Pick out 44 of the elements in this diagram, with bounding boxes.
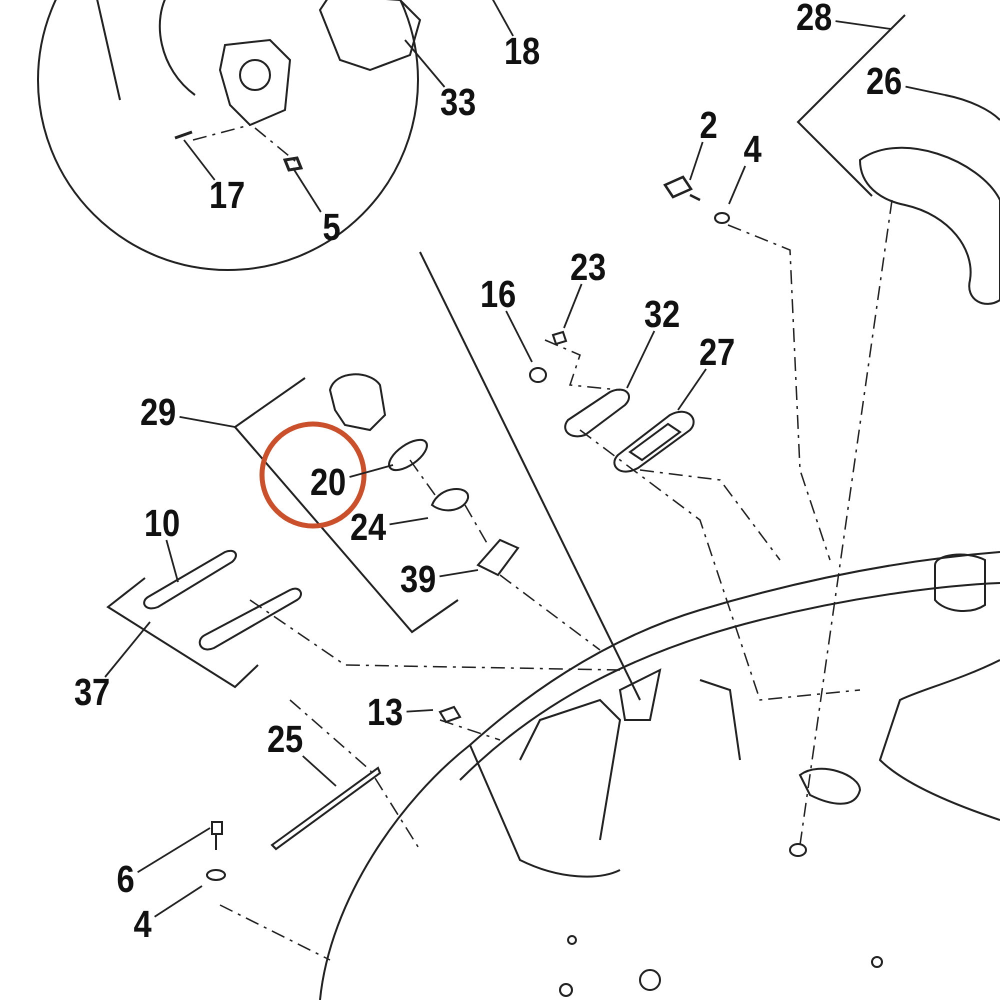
leader-line — [154, 885, 202, 918]
callout-number: 6 — [114, 860, 136, 900]
leader-line — [439, 569, 478, 578]
leader-line — [183, 139, 216, 181]
leader-line — [905, 86, 946, 96]
leader-line — [179, 416, 236, 428]
leader-line — [104, 621, 151, 678]
callout-number: 18 — [502, 32, 542, 72]
callout-number: 27 — [697, 333, 737, 373]
leader-line — [292, 168, 322, 212]
callout-number: 5 — [320, 208, 342, 248]
leader-line — [389, 517, 428, 526]
leader-line — [302, 755, 337, 787]
leader-line — [349, 464, 394, 478]
callout-number: 10 — [142, 504, 182, 544]
leader-line — [166, 540, 179, 582]
leader-line — [563, 284, 582, 328]
leader-line — [505, 310, 533, 362]
callout-number: 39 — [398, 560, 438, 600]
callout-number: 13 — [365, 693, 405, 733]
callout-number: 24 — [348, 508, 388, 548]
callout-number: 28 — [794, 0, 834, 38]
callout-number: 26 — [864, 62, 904, 102]
callout-number: 33 — [438, 83, 478, 123]
callout-number: 2 — [697, 106, 719, 146]
callout-number: 37 — [72, 673, 112, 713]
callout-number: 23 — [568, 248, 608, 288]
callout-number: 25 — [265, 720, 305, 760]
leader-line — [491, 0, 514, 36]
leader-line — [689, 142, 704, 180]
callout-number: 20 — [308, 463, 348, 503]
leader-line — [404, 39, 446, 88]
callout-number: 29 — [138, 393, 178, 433]
leader-line — [137, 827, 210, 874]
callout-number: 17 — [207, 176, 247, 216]
leader-line — [728, 166, 746, 204]
leader-line — [677, 368, 707, 410]
leader-line — [626, 330, 656, 388]
callout-number: 4 — [741, 130, 763, 170]
callout-number: 32 — [642, 295, 682, 335]
callout-number: 16 — [478, 275, 518, 315]
callout-number: 4 — [131, 905, 153, 945]
leader-line — [406, 709, 434, 713]
leader-line — [835, 20, 892, 30]
